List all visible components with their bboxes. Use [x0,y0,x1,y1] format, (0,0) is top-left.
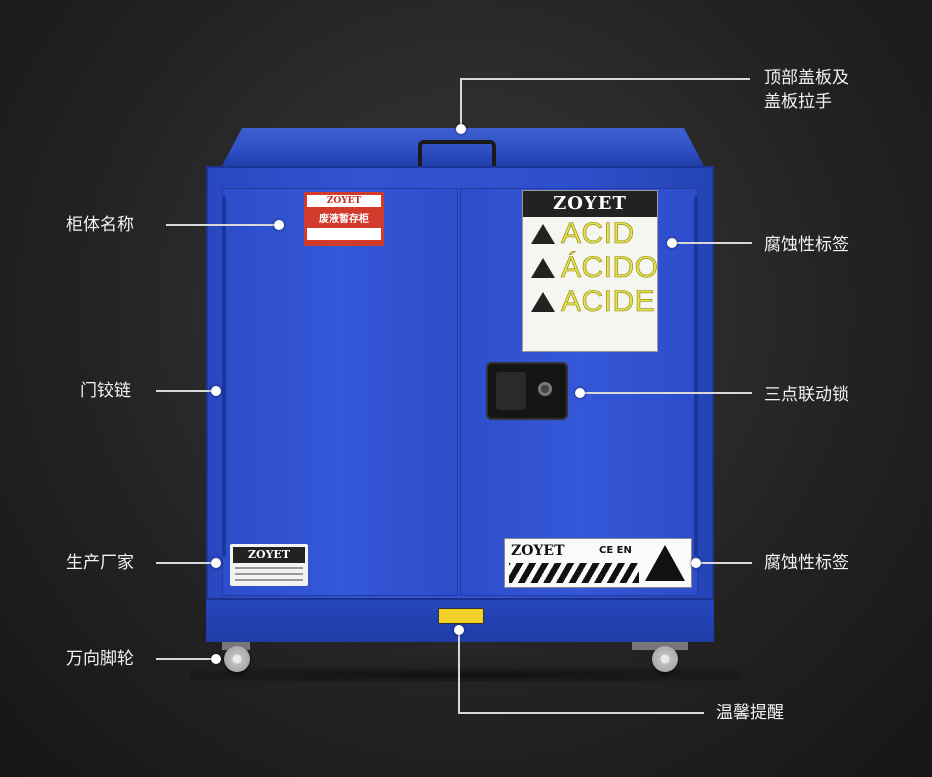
label-corrosive-top: 腐蚀性标签 [764,235,849,255]
acid-row: ACIDE [523,285,657,319]
callout-line-maker [156,562,216,564]
label-top-cover-line1: 顶部盖板及 [764,68,849,88]
callout-dot-caster [211,654,221,664]
label-manufacturer: 生产厂家 [66,553,134,573]
callout-dot-hinge [211,386,221,396]
hazard-stripes [509,563,639,583]
keyhole-icon [538,382,552,396]
maker-brand: ZOYET [233,547,305,563]
label-top-cover: 顶部盖板及 盖板拉手 [764,66,849,114]
acid-row: ÁCIDO [523,251,659,285]
corr-label-brand: ZOYET [511,543,565,559]
callout-dot-corr-top [667,238,677,248]
callout-dot-corr-bottom [691,558,701,568]
three-point-lock [486,362,568,420]
maker-text-line [235,579,303,581]
callout-line-corr-top [672,242,752,244]
callout-dot-maker [211,558,221,568]
cabinet-plinth [206,598,714,642]
callout-line-reminder [458,630,460,714]
top-cover [222,128,704,166]
cabinet-name-label: ZOYET 废液暂存柜 [304,192,384,246]
hinge-left [222,196,226,556]
callout-line-caster [156,658,216,660]
acid-word: ACID [561,217,635,251]
ce-mark: CE EN [599,545,632,556]
floor-shadow [190,668,740,682]
warning-sticker [438,608,484,624]
callout-line-hinge [156,390,216,392]
callout-line-top [460,78,462,128]
label-warm-reminder: 温馨提醒 [716,703,784,723]
label-cabinet-name: 柜体名称 [66,215,134,235]
label-top-cover-line2: 盖板拉手 [764,92,832,112]
name-label-brand: ZOYET [307,195,381,207]
callout-line-reminder-h [458,712,704,714]
corrosive-hazard-icon [531,258,555,278]
acid-row: ACID [523,217,657,251]
callout-dot-name [274,220,284,230]
top-cover-handle [418,140,496,168]
maker-text-line [235,567,303,569]
callout-dot-top [456,124,466,134]
caster-right [652,646,678,672]
hinge-right [694,196,698,556]
cabinet-body: ZOYET 废液暂存柜 ZOYET ACID ÁCIDO ACIDE [206,166,714,642]
callout-line-top-h [460,78,750,80]
name-label-title: 废液暂存柜 [319,214,369,225]
callout-line-lock [580,392,752,394]
name-label-footer [307,228,381,240]
label-corrosive-bottom: 腐蚀性标签 [764,553,849,573]
acid-word: ÁCIDO [561,251,659,285]
label-casters: 万向脚轮 [66,649,134,669]
callout-line-name [166,224,278,226]
corrosive-hazard-icon [645,545,685,581]
corrosive-label-top: ZOYET ACID ÁCIDO ACIDE [522,190,658,352]
caster-left [224,646,250,672]
acid-label-brand: ZOYET [523,191,657,217]
acid-word: ACIDE [561,285,656,319]
label-door-hinge: 门铰链 [80,381,131,401]
maker-text-line [235,573,303,575]
label-lock: 三点联动锁 [764,385,849,405]
left-door [222,188,458,596]
corrosive-hazard-icon [531,292,555,312]
lock-handle [496,372,526,410]
caster-mount-right [632,640,688,650]
callout-line-corr-bottom [696,562,752,564]
callout-dot-reminder [454,625,464,635]
callout-dot-lock [575,388,585,398]
corrosive-label-bottom: ZOYET CE EN [504,538,692,588]
caster-mount-left [222,640,250,650]
corrosive-hazard-icon [531,224,555,244]
manufacturer-plate: ZOYET [230,544,308,586]
